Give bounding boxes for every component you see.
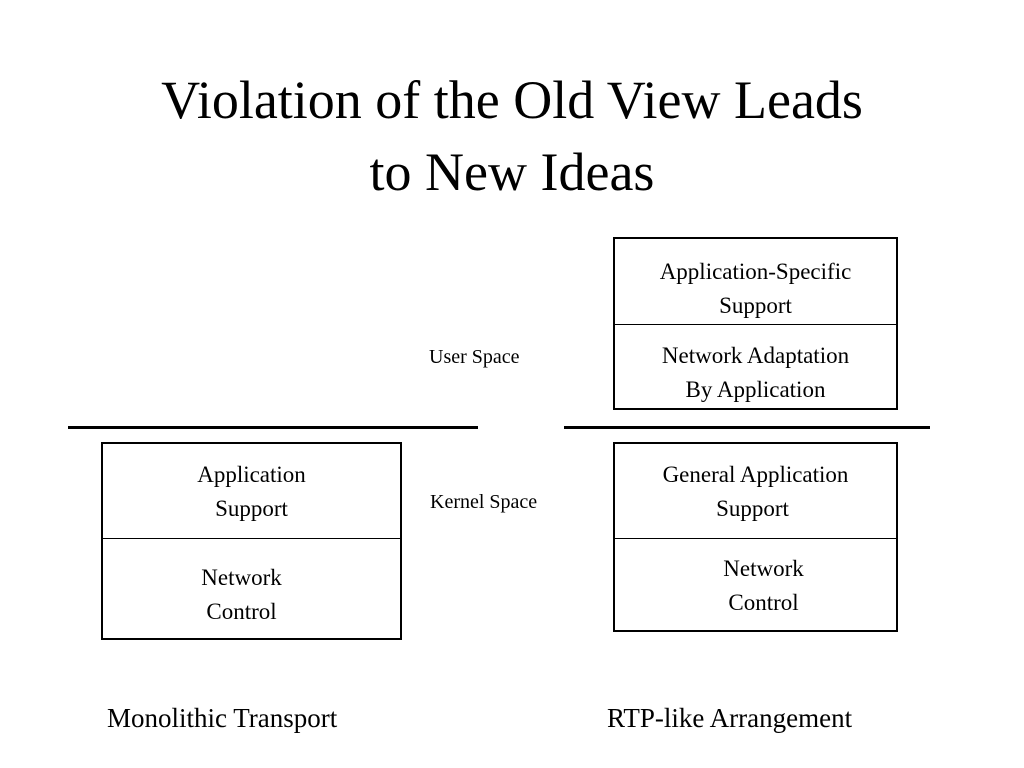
general-application-support-line-2: Support bbox=[716, 496, 789, 521]
application-support-section: Application Support bbox=[103, 458, 400, 526]
left-boundary-line bbox=[68, 426, 478, 429]
network-control-line-2: Control bbox=[206, 599, 277, 624]
network-control-line-1: Network bbox=[201, 565, 282, 590]
network-adaptation-line-2: By Application bbox=[685, 377, 826, 402]
slide-title: Violation of the Old View Leads to New I… bbox=[0, 64, 1024, 208]
rtp-network-control-section: Network Control bbox=[623, 552, 904, 620]
rtp-network-control-line-2: Control bbox=[728, 590, 799, 615]
user-space-label: User Space bbox=[429, 346, 520, 368]
rtp-network-control-line-1: Network bbox=[723, 556, 804, 581]
network-control-section: Network Control bbox=[93, 561, 390, 629]
general-application-support-section: General Application Support bbox=[615, 458, 896, 526]
monolithic-box-divider bbox=[103, 538, 400, 539]
rtp-user-box-divider bbox=[615, 324, 896, 325]
rtp-user-space-box: Application-Specific Support Network Ada… bbox=[613, 237, 898, 410]
application-specific-support-line-1: Application-Specific bbox=[659, 259, 852, 284]
slide-title-line-2: to New Ideas bbox=[369, 142, 655, 202]
application-support-line-1: Application bbox=[197, 462, 306, 487]
application-specific-support-section: Application-Specific Support bbox=[615, 255, 896, 323]
application-specific-support-line-2: Support bbox=[719, 293, 792, 318]
rtp-kernel-space-box: General Application Support Network Cont… bbox=[613, 442, 898, 632]
network-adaptation-line-1: Network Adaptation bbox=[661, 343, 850, 368]
slide-title-line-1: Violation of the Old View Leads bbox=[161, 70, 863, 130]
network-adaptation-section: Network Adaptation By Application bbox=[615, 339, 896, 407]
rtp-kernel-box-divider bbox=[615, 538, 896, 539]
kernel-space-label: Kernel Space bbox=[430, 491, 538, 513]
general-application-support-line-1: General Application bbox=[662, 462, 849, 487]
monolithic-kernel-box: Application Support Network Control bbox=[101, 442, 402, 640]
application-support-line-2: Support bbox=[215, 496, 288, 521]
monolithic-transport-caption: Monolithic Transport bbox=[107, 703, 338, 733]
rtp-like-arrangement-caption: RTP-like Arrangement bbox=[607, 703, 853, 733]
right-boundary-line bbox=[564, 426, 930, 429]
